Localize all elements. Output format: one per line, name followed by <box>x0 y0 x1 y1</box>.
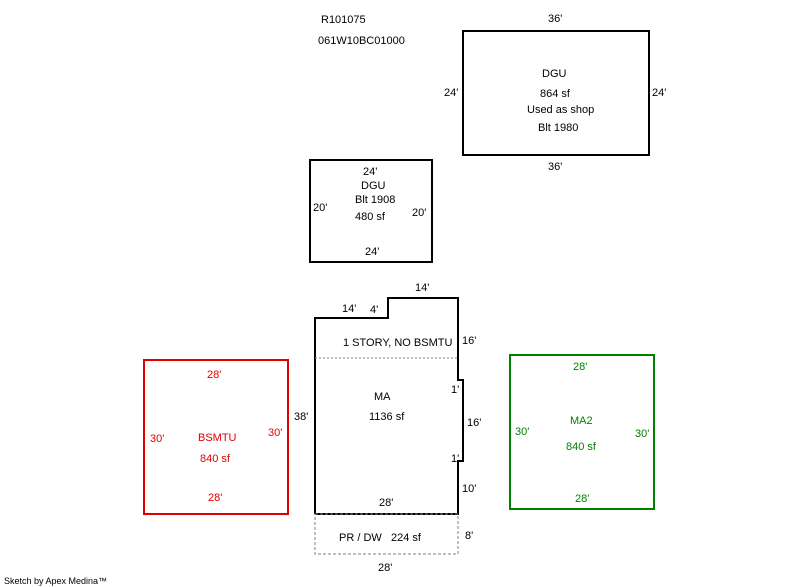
dgu-shop-use: Used as shop <box>527 104 595 116</box>
dgu-shop-outline <box>462 30 650 156</box>
dgu-small-bottom-dim: 24' <box>365 246 380 258</box>
parcel-id: R101075 <box>321 14 366 26</box>
bsmtu-left-dim: 30' <box>150 433 165 445</box>
porch-area: 224 sf <box>391 532 421 544</box>
porch-bottom-dim: 28' <box>378 562 393 574</box>
main-bottom-dim: 28' <box>379 497 394 509</box>
bsmtu-right-dim: 30' <box>268 427 283 439</box>
bsmtu-bottom-dim: 28' <box>208 492 223 504</box>
bsmtu-outline <box>143 359 289 515</box>
porch-right-dim: 8' <box>465 530 474 542</box>
ma2-right-dim: 30' <box>635 428 650 440</box>
ma2-name: MA2 <box>570 415 593 427</box>
main-left-dim: 38' <box>294 411 309 423</box>
ma2-outline <box>509 354 655 510</box>
main-notch-bottom-dim: 1' <box>451 453 460 465</box>
dgu-small-built: Blt 1908 <box>355 194 396 206</box>
dgu-shop-top-dim: 36' <box>548 13 563 25</box>
dgu-small-top-dim: 24' <box>363 166 378 178</box>
dgu-shop-left-dim: 24' <box>444 87 459 99</box>
main-top-left-dim: 14' <box>342 303 357 315</box>
map-taxlot: 061W10BC01000 <box>318 35 405 47</box>
main-notch-top-dim: 1' <box>451 384 460 396</box>
dgu-small-right-dim: 20' <box>412 207 427 219</box>
main-area: 1136 sf <box>369 411 405 423</box>
dgu-small-area: 480 sf <box>355 211 385 223</box>
bsmtu-top-dim: 28' <box>207 369 222 381</box>
main-lower-right-dim: 10' <box>462 483 477 495</box>
porch-label: PR / DW <box>339 532 382 544</box>
dgu-small-left-dim: 20' <box>313 202 328 214</box>
main-name: MA <box>374 391 391 403</box>
ma2-bottom-dim: 28' <box>575 493 590 505</box>
main-upper-right-dim: 16' <box>462 335 477 347</box>
ma2-area: 840 sf <box>566 441 596 453</box>
dgu-shop-area: 864 sf <box>540 88 570 100</box>
sketch-credit: Sketch by Apex Medina™ <box>4 576 108 586</box>
bsmtu-area: 840 sf <box>200 453 230 465</box>
dgu-small-outline <box>309 159 433 263</box>
dgu-small-name: DGU <box>361 180 386 192</box>
dgu-shop-bottom-dim: 36' <box>548 161 563 173</box>
dgu-shop-name: DGU <box>542 68 567 80</box>
porch-outline <box>314 513 459 555</box>
dgu-shop-built: Blt 1980 <box>538 122 579 134</box>
main-notch-side-dim: 16' <box>467 417 482 429</box>
ma2-left-dim: 30' <box>515 426 530 438</box>
main-jog-dim: 4' <box>370 304 379 316</box>
dgu-shop-right-dim: 24' <box>652 87 667 99</box>
main-top-right-dim: 14' <box>415 282 430 294</box>
one-story-label: 1 STORY, NO BSMTU <box>343 337 453 349</box>
ma2-top-dim: 28' <box>573 361 588 373</box>
bsmtu-name: BSMTU <box>198 432 237 444</box>
main-house-outline <box>314 297 464 515</box>
